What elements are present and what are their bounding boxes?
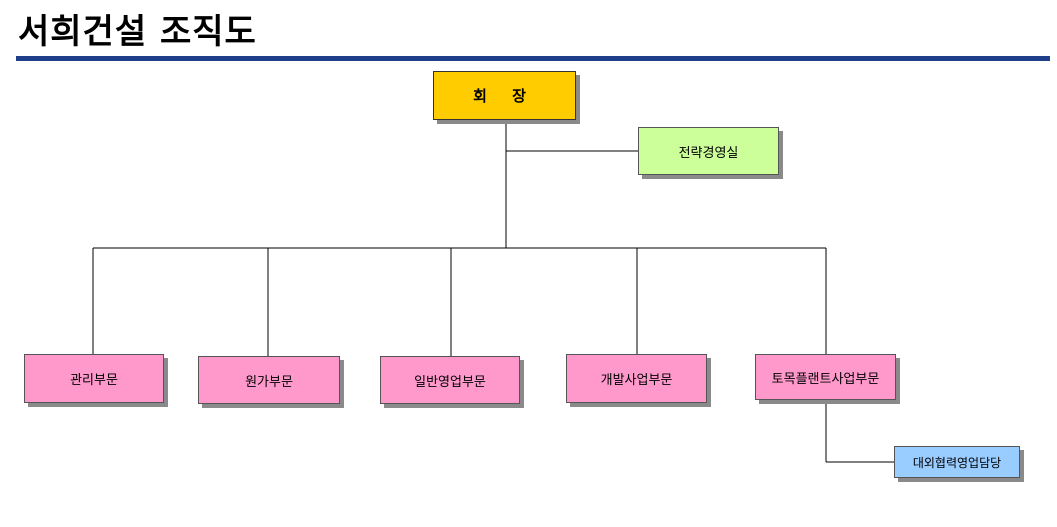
division-box-general-sales: 일반영업부문: [380, 356, 520, 404]
chairman-box: 회 장: [433, 71, 576, 120]
division-label: 일반영업부문: [414, 374, 486, 390]
division-label: 개발사업부문: [600, 373, 673, 388]
division-box-development: 개발사업부문: [566, 354, 707, 403]
division-box-civil-plant: 토목플랜트사업부문: [755, 354, 896, 400]
strategy-office-box: 전략경영실: [638, 127, 779, 175]
cooperation-box: 대외협력영업담당: [894, 446, 1020, 478]
title-divider: [16, 56, 1050, 61]
page-title: 서희건설 조직도: [18, 12, 257, 52]
division-label: 관리부문: [70, 373, 118, 388]
division-box-management: 관리부문: [24, 354, 164, 403]
strategy-office-label: 전략경영실: [678, 145, 739, 161]
division-label: 원가부문: [245, 374, 293, 390]
chairman-label: 회 장: [473, 87, 536, 105]
division-label: 토목플랜트사업부문: [771, 371, 880, 387]
cooperation-label: 대외협력영업담당: [912, 455, 1002, 470]
division-box-cost: 원가부문: [198, 356, 340, 404]
